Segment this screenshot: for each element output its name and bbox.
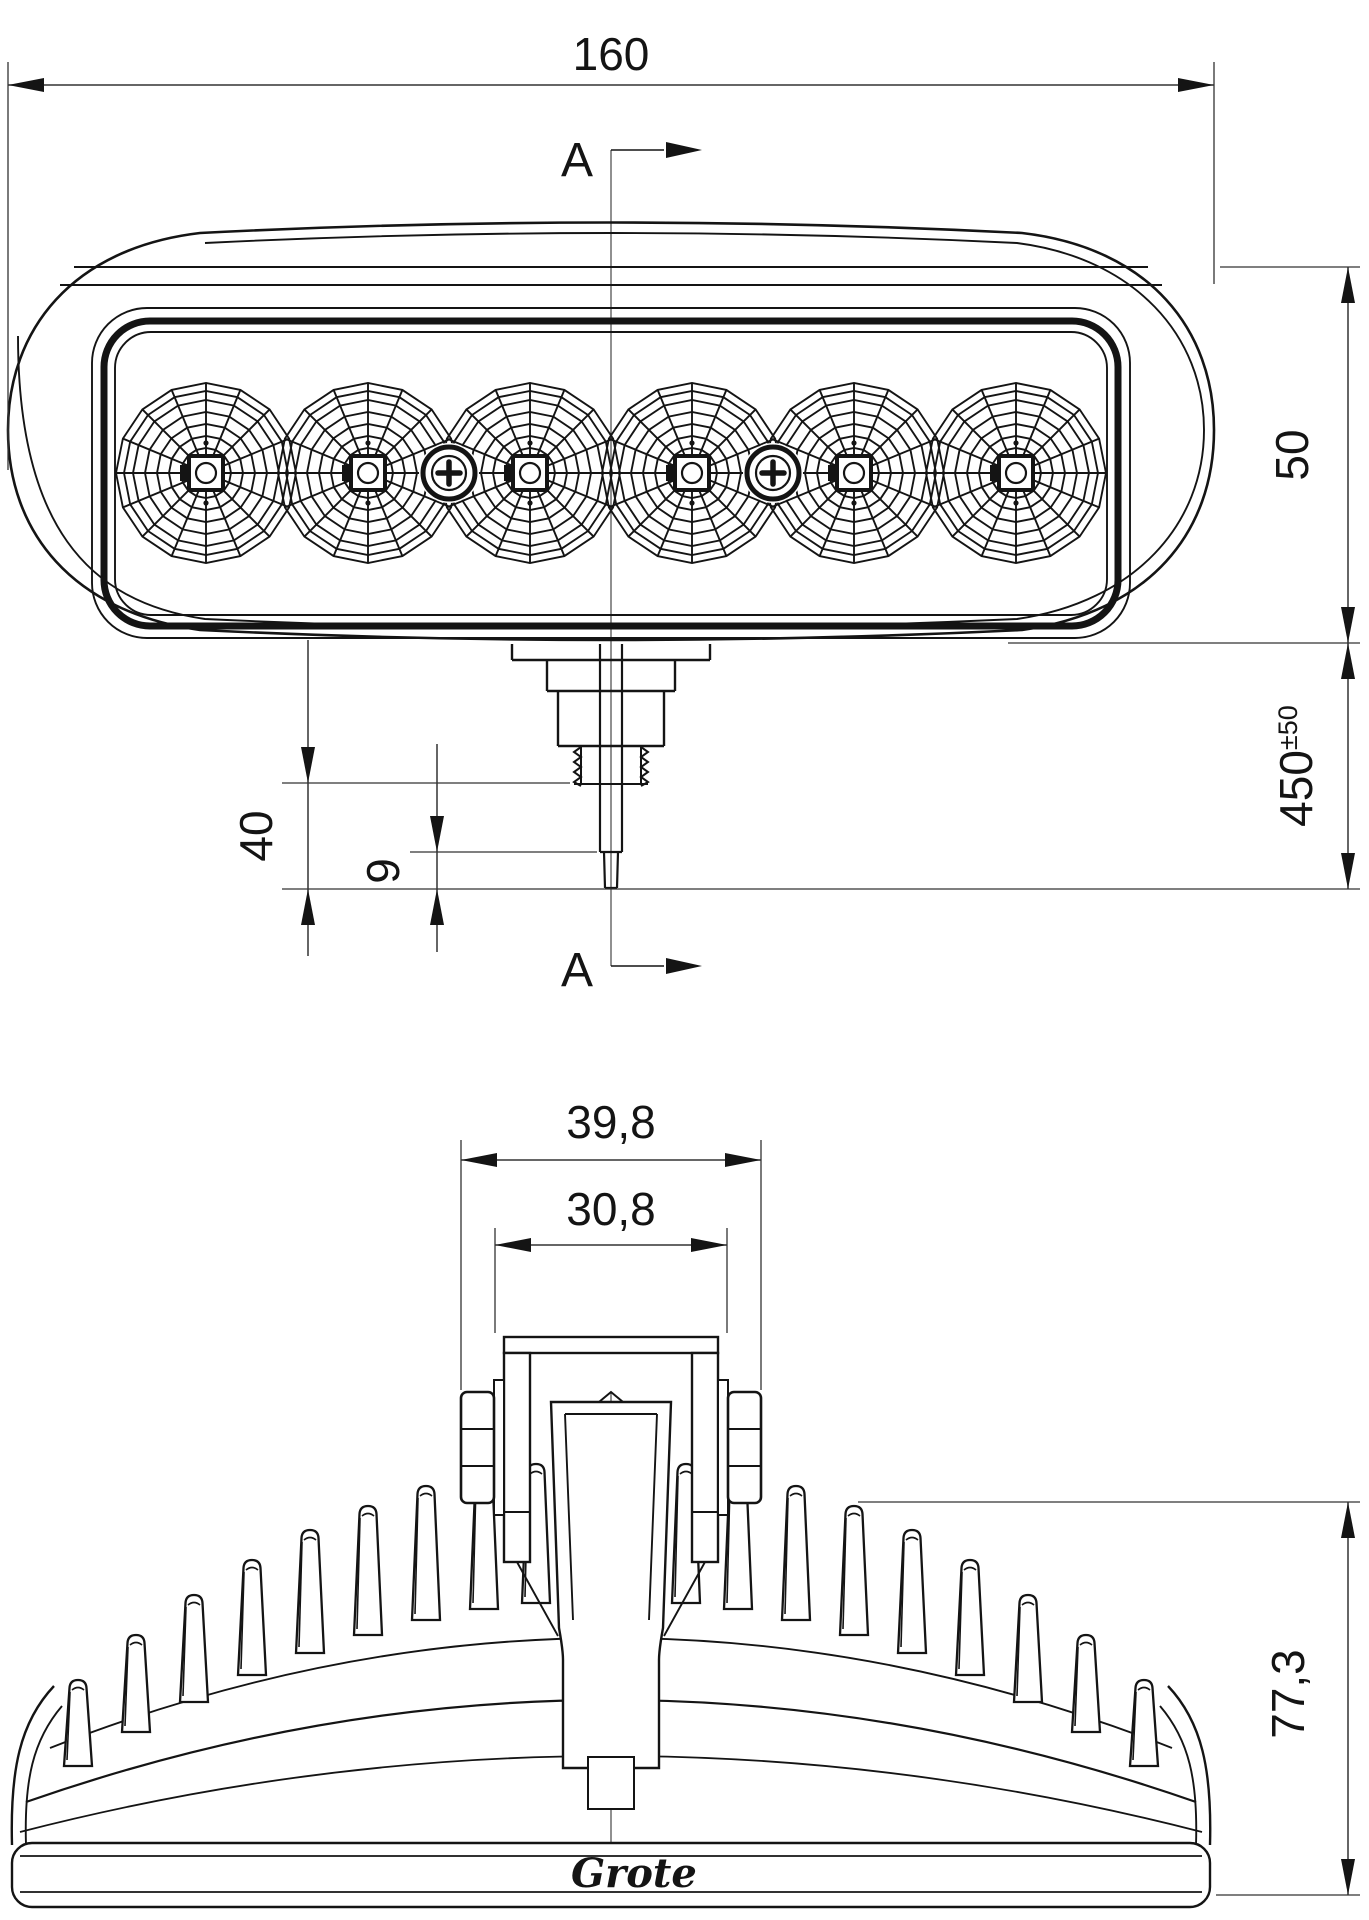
dim-overall-width xyxy=(7,62,1215,470)
mounting-stud xyxy=(510,644,712,787)
dim-label-bracket-inner: 30,8 xyxy=(566,1183,656,1235)
arrow-left-icon xyxy=(495,1238,531,1252)
section-arrow-top xyxy=(611,142,702,158)
heatsink-fin xyxy=(294,1528,326,1655)
arrow-down-icon xyxy=(1341,607,1355,643)
arrow-right-icon xyxy=(1178,78,1214,92)
arrow-right-icon xyxy=(691,1238,727,1252)
dim-overall-height xyxy=(858,1501,1360,1896)
mounting-boss xyxy=(516,1390,706,1810)
section-arrowhead-top xyxy=(666,142,702,158)
section-arrowhead-bottom xyxy=(666,958,702,974)
dim-bracket-inner xyxy=(494,1228,728,1333)
heatsink-fin xyxy=(1070,1633,1102,1734)
lens-frame xyxy=(100,317,1122,630)
heatsink-fin xyxy=(352,1504,384,1637)
heatsink-fin xyxy=(62,1678,94,1768)
side-view-dimensions xyxy=(460,1140,1360,1896)
heatsink-fin xyxy=(780,1484,812,1622)
dim-body-height xyxy=(1008,266,1360,644)
power-cable xyxy=(598,644,624,890)
front-view xyxy=(6,142,1216,974)
screw-icon xyxy=(743,443,803,503)
dim-label-overall-height: 77,3 xyxy=(1262,1649,1314,1739)
screw-icon xyxy=(419,443,479,503)
heatsink-fin xyxy=(1012,1593,1044,1704)
labels: 160 A 50 450±50 40 9 A 39,8 30,8 77,3 Gr… xyxy=(230,28,1322,1897)
lens-outer-frame xyxy=(91,307,1131,639)
arrow-down-icon xyxy=(1341,1859,1355,1895)
dim-label-cable-tip: 9 xyxy=(357,858,409,884)
front-view-dimensions xyxy=(7,62,1360,956)
dim-cable-length xyxy=(1341,643,1355,889)
led-die-mark xyxy=(828,465,835,481)
section-label-bottom: A xyxy=(561,944,593,997)
dim-label-cable-length: 450±50 xyxy=(1270,705,1322,827)
arrow-down-icon xyxy=(430,816,444,852)
arrow-down-icon xyxy=(1341,853,1355,889)
body-end-caps xyxy=(10,1685,1212,1846)
heatsink-fin xyxy=(120,1633,152,1734)
led-die-mark xyxy=(666,465,673,481)
washer-left xyxy=(493,1379,505,1516)
heatsink-fin xyxy=(178,1593,210,1704)
led-reflector xyxy=(277,382,459,564)
arrow-left-icon xyxy=(8,78,44,92)
hex-nut-right xyxy=(726,1390,763,1505)
arrow-up-icon xyxy=(1341,643,1355,679)
led-reflector xyxy=(601,382,783,564)
dim-label-body-height: 50 xyxy=(1266,429,1318,480)
led-die-mark xyxy=(180,465,187,481)
dim-cable-tip xyxy=(410,744,597,952)
washer-right xyxy=(717,1379,729,1516)
led-die-mark xyxy=(990,465,997,481)
led-reflector-array xyxy=(115,382,1107,564)
dim-label-overall-width: 160 xyxy=(573,28,650,80)
hex-nut-left xyxy=(459,1390,496,1505)
mounting-bracket xyxy=(459,1335,763,1564)
dim-stud-length xyxy=(282,640,570,956)
arrow-up-icon xyxy=(1341,1502,1355,1538)
dim-cable-value: 450 xyxy=(1270,750,1322,827)
wire-exit-box xyxy=(587,1756,635,1810)
heatsink-fin xyxy=(236,1558,268,1677)
heatsink-fin xyxy=(838,1504,870,1637)
led-die-mark xyxy=(504,465,511,481)
housing-outline xyxy=(6,221,1216,642)
lens-band xyxy=(10,1841,1212,1909)
arrow-left-icon xyxy=(461,1153,497,1167)
section-label-top: A xyxy=(561,134,593,187)
dim-label-bracket-outer: 39,8 xyxy=(566,1096,656,1148)
heatsink-fin xyxy=(896,1528,928,1655)
led-reflector xyxy=(925,382,1107,564)
led-die-mark xyxy=(342,465,349,481)
dim-bracket-outer xyxy=(460,1140,762,1390)
led-reflector xyxy=(115,382,297,564)
arrow-right-icon xyxy=(725,1153,761,1167)
arrow-up-icon xyxy=(1341,267,1355,303)
section-arrow-bottom xyxy=(611,958,702,974)
bracket-leg-left xyxy=(502,1351,532,1564)
heatsink-fin xyxy=(954,1558,986,1677)
heatsink-fin xyxy=(410,1484,442,1622)
arrow-down-icon xyxy=(301,747,315,783)
side-view xyxy=(10,1335,1212,1909)
dim-cable-tolerance: ±50 xyxy=(1273,705,1303,750)
grote-logo: Grote xyxy=(571,1850,697,1897)
arrow-up-icon xyxy=(301,889,315,925)
bracket-leg-right xyxy=(690,1351,720,1564)
arrow-up-icon xyxy=(430,889,444,925)
lens-inner-frame xyxy=(114,331,1108,616)
dim-label-stud-length: 40 xyxy=(230,810,282,861)
heatsink-fin xyxy=(1128,1678,1160,1768)
